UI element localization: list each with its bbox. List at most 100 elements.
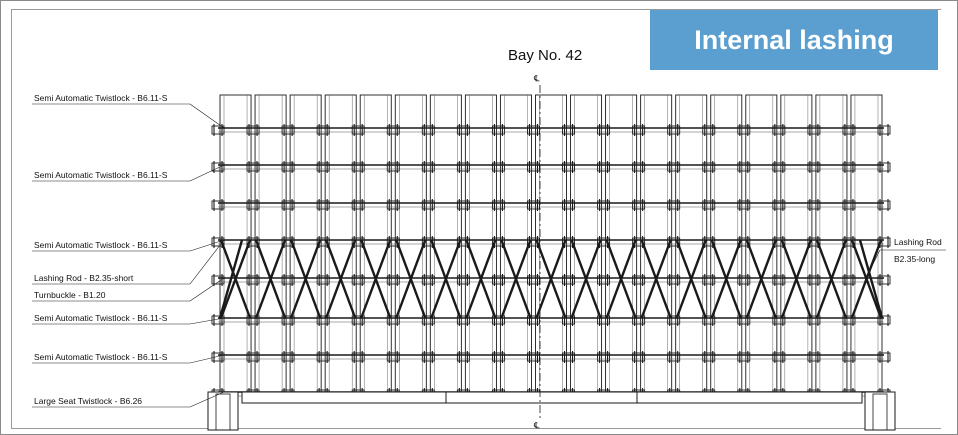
container-column [254, 94, 287, 393]
twistlock [456, 352, 470, 362]
container-column [780, 94, 813, 393]
pedestal [207, 391, 239, 431]
centerline-symbol-bottom: ℄ [533, 420, 540, 430]
twistlock [211, 352, 225, 362]
twistlock [211, 275, 225, 285]
twistlock [491, 162, 505, 172]
twistlock [807, 237, 821, 247]
twistlock [491, 200, 505, 210]
banner-title: Internal lashing [694, 24, 894, 55]
twistlock [632, 237, 646, 247]
twistlock [842, 125, 856, 135]
twistlock [281, 162, 295, 172]
bay-label: Bay No. 42 [508, 47, 583, 64]
twistlock [316, 162, 330, 172]
twistlock [702, 315, 716, 325]
twistlock [702, 352, 716, 362]
twistlock [597, 352, 611, 362]
lashing-rod [745, 239, 777, 319]
lashing-rod [640, 239, 672, 319]
twistlock [842, 200, 856, 210]
container-column [219, 94, 252, 393]
twistlock [667, 200, 681, 210]
twistlock [772, 200, 786, 210]
twistlock [842, 352, 856, 362]
lashing-rod [710, 239, 742, 319]
twistlock [597, 237, 611, 247]
twistlock [316, 200, 330, 210]
twistlock [667, 275, 681, 285]
twistlock [421, 237, 435, 247]
pedestal [872, 393, 888, 431]
twistlock [597, 315, 611, 325]
twistlock [702, 275, 716, 285]
twistlock [807, 125, 821, 135]
twistlock [737, 200, 751, 210]
callout-leader [189, 277, 225, 302]
container-column [429, 94, 462, 393]
twistlock [562, 352, 575, 362]
twistlock [246, 315, 260, 325]
lashing-rod [675, 239, 707, 319]
twistlock [386, 275, 400, 285]
twistlock [632, 125, 646, 135]
twistlock [211, 162, 225, 172]
callout-leader [189, 317, 225, 325]
twistlock [246, 275, 260, 285]
lashing-rod [289, 239, 322, 319]
twistlock [386, 125, 400, 135]
twistlock [632, 162, 646, 172]
callout-label: Turnbuckle - B1.20 [34, 290, 106, 300]
twistlock [842, 162, 856, 172]
twistlock [667, 162, 681, 172]
twistlock [597, 200, 611, 210]
twistlock [807, 275, 821, 285]
lashing-rod [395, 239, 427, 319]
twistlock [281, 200, 295, 210]
lashing-rod-long [858, 239, 884, 319]
twistlock [246, 200, 260, 210]
container-column [605, 94, 638, 393]
twistlock [456, 162, 470, 172]
lashing-rod [254, 239, 287, 319]
twistlock [667, 125, 681, 135]
twistlock [877, 125, 891, 135]
lashing-rod [780, 239, 813, 319]
twistlock [877, 237, 891, 247]
callout-label: Semi Automatic Twistlock - B6.11-S [34, 170, 168, 180]
twistlock [316, 352, 330, 362]
twistlock [562, 275, 575, 285]
drawing-border [11, 9, 941, 429]
twistlock [772, 275, 786, 285]
twistlock [702, 125, 716, 135]
twistlock [737, 237, 751, 247]
lashing-rod [430, 239, 462, 319]
twistlock [456, 275, 470, 285]
twistlock [246, 237, 260, 247]
twistlock [597, 275, 611, 285]
pedestal [215, 393, 231, 431]
twistlock [246, 352, 260, 362]
twistlock [351, 237, 365, 247]
twistlock [527, 200, 540, 210]
callout-leader [189, 354, 225, 364]
twistlock [737, 315, 751, 325]
twistlock [877, 315, 891, 325]
twistlock [702, 200, 716, 210]
twistlock [632, 352, 646, 362]
callout-label: Large Seat Twistlock - B6.26 [34, 396, 142, 406]
twistlock [877, 200, 891, 210]
twistlock [421, 275, 435, 285]
lashing-rod [605, 239, 637, 319]
twistlock [562, 162, 575, 172]
twistlock [491, 315, 505, 325]
twistlock [562, 315, 575, 325]
twistlock [246, 125, 260, 135]
twistlock [562, 125, 575, 135]
lashing-rod [360, 239, 392, 319]
twistlock [807, 352, 821, 362]
lashing-rod-long [218, 239, 244, 319]
twistlock [281, 125, 295, 135]
twistlock [456, 125, 470, 135]
twistlock [842, 275, 856, 285]
